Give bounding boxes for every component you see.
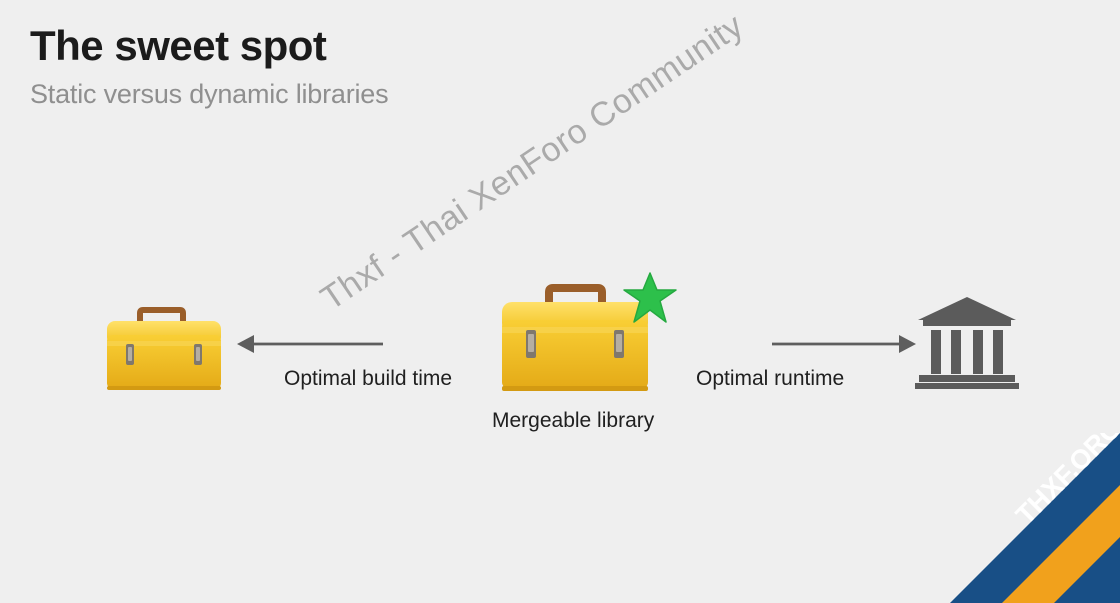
- optimal-build-time-label: Optimal build time: [284, 367, 453, 390]
- left-arrow-icon: [237, 335, 383, 353]
- star-icon: [623, 272, 677, 323]
- watermark-text: Thxf - Thai XenForo Community: [314, 6, 751, 318]
- building-icon: [915, 297, 1019, 389]
- toolbox-icon: [502, 284, 648, 391]
- page-title: The sweet spot: [30, 22, 327, 69]
- toolbox-icon: [107, 307, 221, 390]
- page-subtitle: Static versus dynamic libraries: [30, 79, 389, 109]
- optimal-runtime-label: Optimal runtime: [696, 367, 845, 390]
- mergeable-library-label: Mergeable library: [492, 409, 655, 432]
- right-arrow-icon: [772, 335, 916, 353]
- thxf-corner-logo: THXF.ORG: [950, 433, 1120, 603]
